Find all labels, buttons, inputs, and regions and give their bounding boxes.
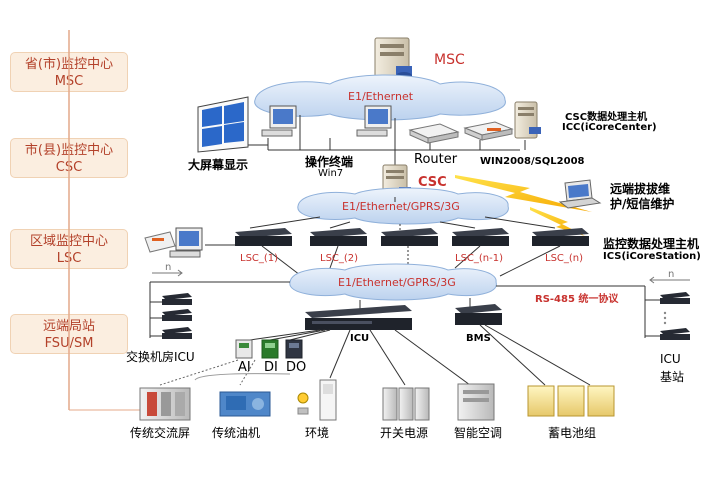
cloud-mid-label: E1/Ethernet/GPRS/3G [342,200,460,213]
do-label: DO [286,360,307,375]
rs485-label: RS-485 统一协议 [535,294,619,305]
ai-label: AI [238,360,251,375]
cloud-top [254,74,506,121]
ac-panel-icon [139,387,191,421]
power-supply-icon [382,387,430,421]
di-label: DI [264,360,278,375]
cloud-mid [297,187,509,225]
monitor-host-title: 监控数据处理主机 [603,237,700,251]
video-wall-icon [197,96,249,153]
equipment-aircon-label: 智能空调 [454,426,503,440]
lightning-bolt-icon [455,175,592,212]
operator-terminal-icon-2 [356,105,392,137]
lsc-unit-2-icon [310,228,367,246]
switch-icon [463,121,514,141]
laptop-icon [558,179,602,209]
ellipsis-dots-icon [663,311,667,325]
equipment-ac-panel-label: 传统交流屏 [130,426,191,440]
equipment-battery-label: 蓄电池组 [548,426,597,440]
bms-label: BMS [466,333,491,344]
di-module-icon [261,339,279,359]
lsc-2-label: LSC_(2) [320,253,359,264]
lsc-n-label: LSC_(n) [545,253,584,264]
icu-device-icon [305,305,412,330]
monitor-host-sub: ICS(iCoreStation) [603,251,701,262]
environment-sensor-icon [297,379,337,421]
csc-server-sub: ICC(iCoreCenter) [562,122,657,133]
icu-station-label-2: 基站 [660,370,685,384]
csc-server-title: CSC数据处理主机 [565,112,648,123]
ai-module-icon [235,339,253,359]
remote-dial-label-1: 远端拔拔维 [610,182,671,196]
cloud-low-label: E1/Ethernet/GPRS/3G [338,276,456,289]
router-label: Router [414,152,458,167]
win7-label: Win7 [318,168,344,179]
operator-label: 操作终端 [305,155,354,169]
csc-label: CSC [418,175,447,190]
air-conditioner-icon [457,383,495,421]
lsc-unit-n1-icon [452,228,509,246]
equipment-power-label: 开关电源 [380,426,429,440]
icu-station-label-1: ICU [660,352,681,366]
win-sql-label: WIN2008/SQL2008 [480,156,585,167]
switch-room-icu-label: 交换机房ICU [126,350,195,364]
equipment-environment-label: 环境 [305,426,330,440]
icu-label: ICU [350,333,370,344]
big-screen-label: 大屏幕显示 [188,158,249,172]
lsc-unit-1-icon [235,228,292,246]
equipment-diesel-label: 传统油机 [212,426,261,440]
lightning-bolt-icon-2 [530,207,585,236]
lsc-n1-label: LSC_(n-1) [455,253,504,264]
bms-device-icon [455,304,502,325]
battery-bank-icon [527,385,615,417]
lsc-1-label: LSC_(1) [240,253,279,264]
cloud-top-label: E1/Ethernet [348,90,414,103]
lsc-unit-mid-icon [381,228,438,246]
n-left-label: n [165,262,172,273]
operator-terminal-icon-1 [261,105,297,137]
lsc-terminal-icon [144,227,203,258]
cloud-low [289,263,497,301]
do-module-icon [285,339,303,359]
diesel-generator-icon [219,391,271,417]
remote-dial-label-2: 护/短信维护 [610,197,675,211]
switch-room-icu-icon [162,293,192,339]
icu-station-icon [660,292,690,340]
icc-server-icon [514,101,541,139]
lsc-unit-n-icon [532,228,589,246]
msc-server-icon [374,37,412,85]
msc-label: MSC [434,52,465,68]
router-icon [408,123,460,144]
n-right-label: n [668,269,675,280]
